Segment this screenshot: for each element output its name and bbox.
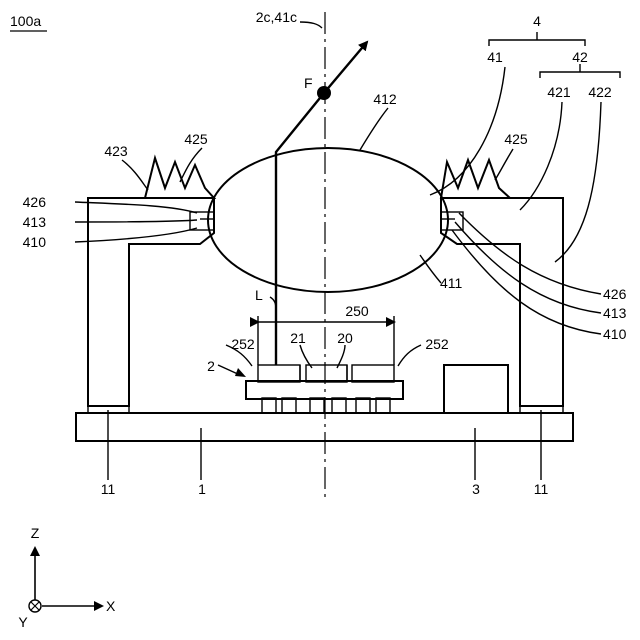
chip-right	[352, 365, 394, 382]
lens-body	[208, 148, 448, 292]
optical-axis-label: 2c,41c	[256, 9, 297, 25]
chip-left	[258, 365, 300, 382]
label-base: 1	[198, 481, 206, 497]
label-spacer-left: 11	[101, 481, 116, 497]
package-pad-1	[262, 398, 276, 413]
label-flange-right-c: 410	[603, 326, 627, 342]
label-lens-top: 412	[373, 91, 397, 107]
label-electrode-right: 252	[425, 336, 449, 352]
label-flange-left-a: 426	[23, 194, 47, 210]
label-fins-left: 425	[184, 131, 208, 147]
label-component: 3	[472, 481, 480, 497]
axis-label-x: X	[106, 598, 116, 614]
label-package: 2	[207, 358, 215, 374]
package-pad-4	[332, 398, 346, 413]
axis-label-y: Y	[18, 614, 28, 630]
fins-right	[441, 160, 510, 198]
label-electrode-left: 252	[231, 336, 255, 352]
package-label-arrow	[235, 368, 246, 377]
coordinate-axes	[29, 548, 102, 612]
axis-label-z: Z	[31, 525, 40, 541]
package-pad-3	[310, 398, 324, 413]
label-flange-right-a: 426	[603, 286, 627, 302]
leader-lines	[75, 22, 601, 480]
label-fin-left: 423	[104, 143, 128, 159]
label-fins-right: 425	[504, 131, 528, 147]
label-chip-a: 21	[290, 330, 306, 346]
package-pad-5	[356, 398, 370, 413]
label-emitter-region: 250	[345, 303, 369, 319]
fins-left	[145, 158, 214, 198]
label-flange-right-b: 413	[603, 305, 627, 321]
label-frame-inner: 421	[547, 84, 571, 100]
label-lens: 41	[487, 49, 503, 65]
label-spacer-right: 11	[534, 481, 549, 497]
component-block	[444, 365, 508, 413]
focal-point-dot	[317, 86, 331, 100]
label-frame-outer: 422	[588, 84, 612, 100]
package-pad-6	[376, 398, 390, 413]
package-pad-2	[282, 398, 296, 413]
label-lens-bottom: 411	[440, 275, 463, 291]
label-chip-b: 20	[337, 330, 353, 346]
label-flange-left-b: 413	[23, 214, 47, 230]
bracket-frame	[540, 64, 620, 78]
light-label: L	[255, 287, 263, 303]
focal-point-label: F	[304, 75, 313, 91]
figure-id: 100a	[10, 13, 41, 29]
label-frame: 42	[572, 49, 588, 65]
bracket-lid	[489, 32, 585, 46]
label-flange-left-c: 410	[23, 234, 47, 250]
flange-left	[190, 212, 214, 230]
label-lid: 4	[533, 13, 541, 29]
